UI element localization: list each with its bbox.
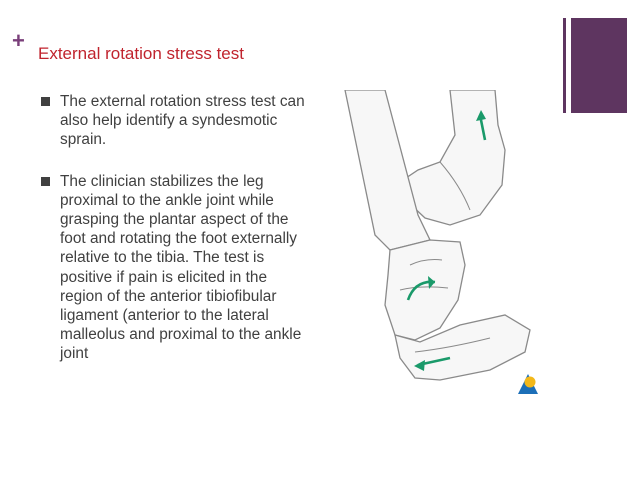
slide-title: External rotation stress test [38,44,244,63]
bullet-text: The clinician stabilizes the leg proxima… [60,172,302,363]
upper-hand-shape [399,90,506,226]
publisher-logo-icon [518,374,538,394]
bullet-item: The external rotation stress test can al… [38,92,308,150]
bullet-square-icon [41,97,50,106]
ankle-test-illustration [344,90,531,381]
bullet-item: The clinician stabilizes the leg proxima… [38,172,308,364]
accent-bar-thick [571,18,627,113]
accent-bar-thin [563,18,566,113]
foot-shape [384,239,466,341]
bullet-text: The external rotation stress test can al… [60,93,305,149]
plus-mark: + [12,28,25,53]
bullet-square-icon [41,176,50,186]
bullet-list: The external rotation stress test can al… [38,92,308,364]
